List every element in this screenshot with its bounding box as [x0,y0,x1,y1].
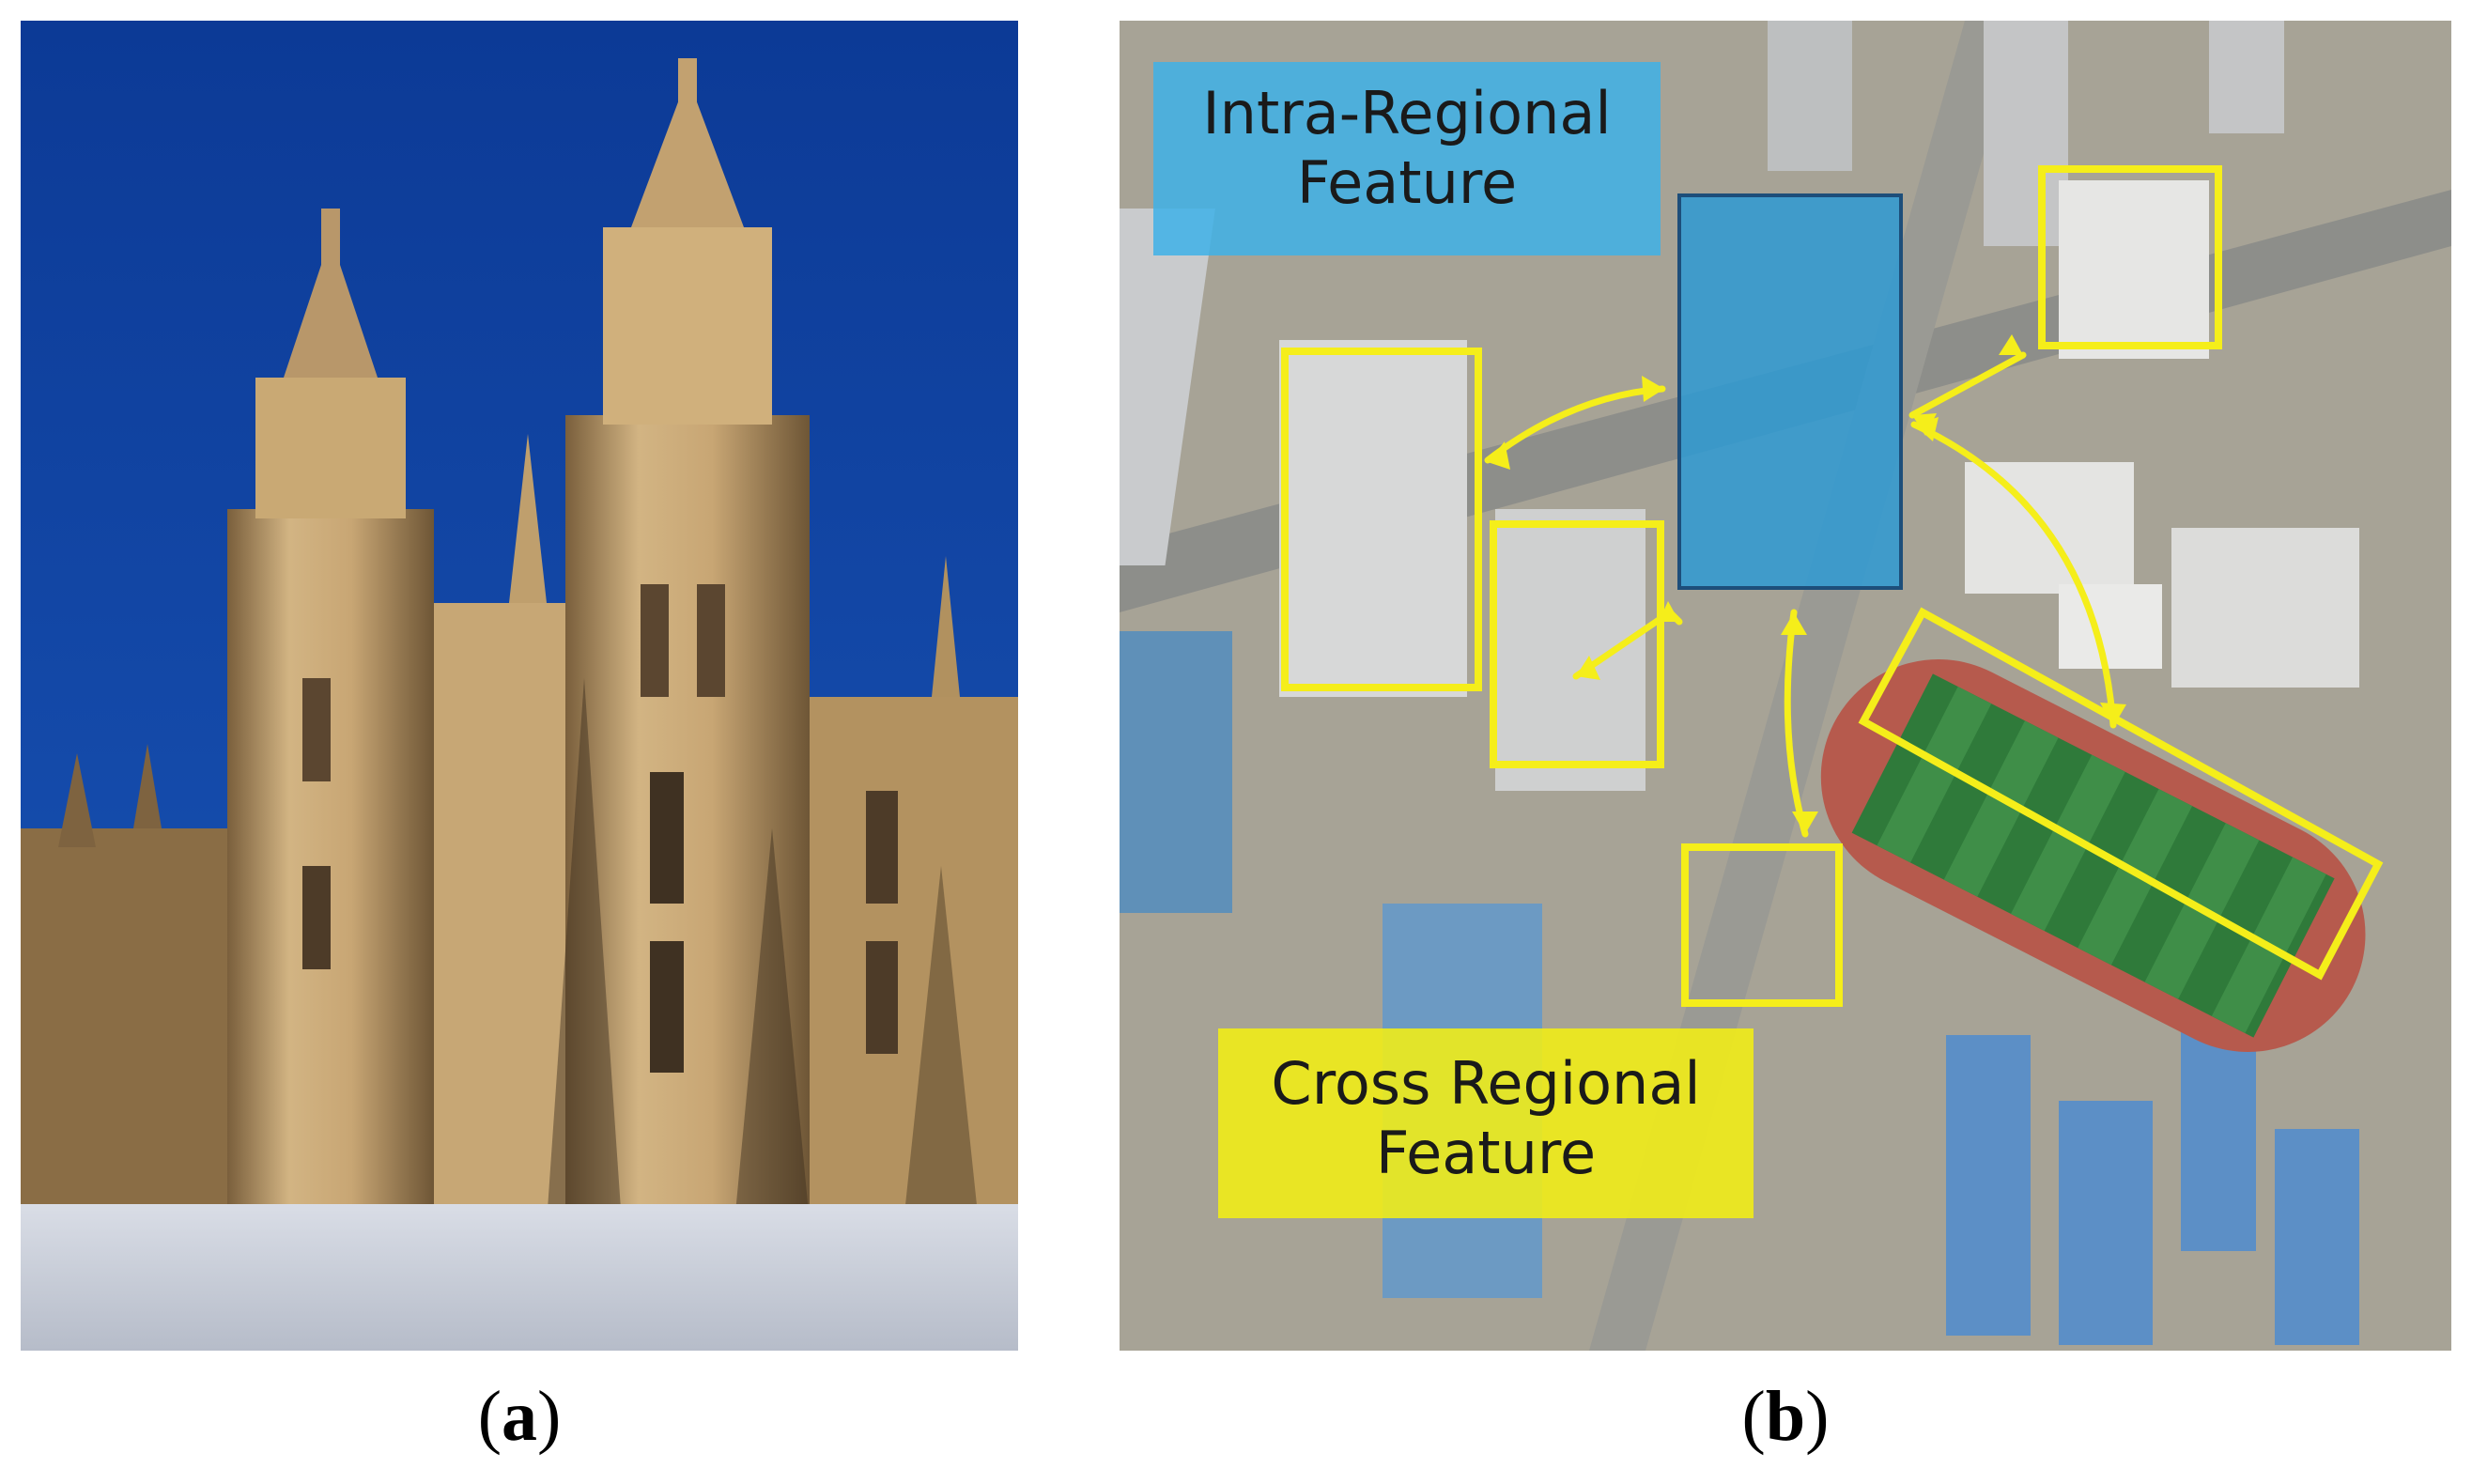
cross-regional-feature-label: Cross Regional Feature [1218,1028,1754,1218]
arrow-heads [1488,334,2126,834]
tower-building [1279,340,1467,697]
caption-a-letter: a [502,1377,537,1456]
intra-regional-feature-label: Intra-Regional Feature [1153,62,1661,255]
tower-building [1495,509,1645,791]
region-box-middle-tower [1490,520,1664,768]
region-box-top-right [2038,165,2222,349]
region-box-bottom [1681,843,1843,1007]
caption-b: (b) [1741,1377,1830,1456]
arrow-to-sports-field [1910,421,2117,729]
aerial-image-panel: Intra-Regional Feature Cross Regional Fe… [1120,21,2451,1351]
caption-b-letter: b [1765,1377,1806,1456]
intra-label-line1: Intra-Regional [1202,79,1612,147]
photo-gothic-building [21,21,1018,1351]
sports-field [1820,659,2366,1052]
region-box-sports-field [1858,607,2384,981]
road [1589,21,2021,1351]
arrow-to-top-right-box [1908,351,2027,419]
intra-label-line2: Feature [1296,148,1518,218]
cross-label-line1: Cross Regional [1271,1049,1701,1118]
gothic-building-illustration [21,21,1018,1351]
intra-regional-target-box [1677,193,1903,590]
caption-a: (a) [477,1377,562,1456]
arrow-to-left-tower [1484,385,1666,464]
cross-label-line2: Feature [1375,1119,1597,1188]
arrow-to-bottom-box [1784,609,1809,838]
region-box-left-tower [1281,348,1482,691]
